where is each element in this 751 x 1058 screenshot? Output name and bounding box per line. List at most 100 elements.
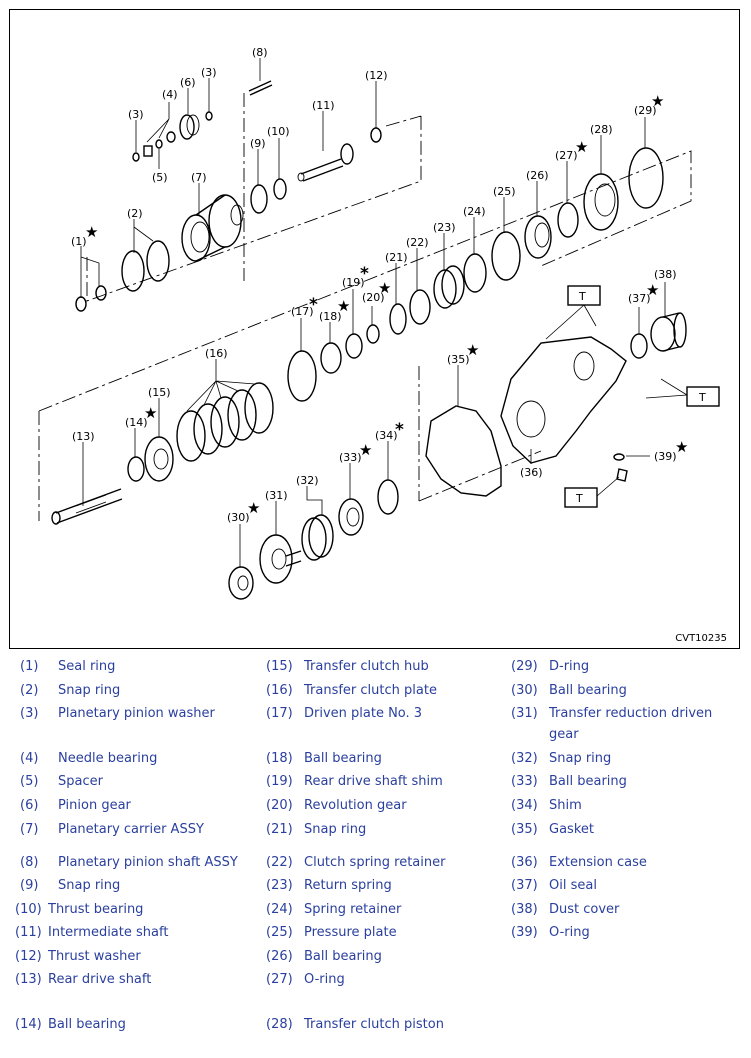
legend-item: (2)Snap ring	[20, 680, 260, 724]
legend-number: (7)	[20, 822, 39, 837]
torque-label: T	[578, 290, 586, 303]
legend-number: (3)	[20, 706, 39, 721]
driven-plate-17	[287, 350, 317, 402]
legend-number: (2)	[20, 683, 39, 698]
star-marks: ★ ★ ★ ★ ★ ★ ★ ★ ★ ★ ★	[85, 92, 688, 517]
callout-6: (6)	[180, 76, 196, 89]
legend-name: Ball bearing	[549, 683, 627, 698]
callout-29: (29)	[634, 104, 657, 117]
legend-item: (10)Thrust bearing	[15, 899, 255, 943]
callout-8: (8)	[252, 46, 268, 59]
legend-number: (11)	[15, 925, 42, 940]
legend-name: Spacer	[58, 774, 103, 789]
asterisk-mark: *	[309, 295, 318, 315]
legend-item: (21) Snap ring	[266, 819, 506, 863]
legend-item: (39)O-ring	[511, 922, 751, 966]
legend-number: (37)	[511, 878, 538, 893]
legend-item: (30)Ball bearing	[511, 680, 751, 724]
return-spring-part	[433, 265, 465, 309]
legend-name: Gasket	[549, 822, 594, 837]
callout-37: (37)	[628, 292, 651, 305]
callout-28: (28)	[590, 123, 613, 136]
legend-item: (8)Planetary pinion shaft ASSY	[20, 852, 260, 896]
clutch-plates-part	[176, 382, 274, 462]
callout-21: (21)	[385, 251, 408, 264]
clutch-hub-part	[144, 436, 174, 482]
legend-number: (1)	[20, 659, 39, 674]
legend-number: (34)	[511, 798, 538, 813]
callout-24: (24)	[463, 205, 486, 218]
legend-number: (4)	[20, 751, 39, 766]
callout-36: (36)	[520, 466, 543, 479]
leader-lines	[80, 58, 666, 567]
legend-name: Extension case	[549, 855, 647, 870]
legend-item: (36)Extension case	[511, 852, 751, 896]
exploded-diagram: T T T	[9, 9, 740, 649]
legend-item: (38)Dust cover	[511, 899, 751, 943]
callout-35: (35)	[447, 353, 470, 366]
legend-item: (25)Pressure plate	[266, 922, 506, 966]
callout-19: (19)	[342, 276, 365, 289]
pressure-plate-25	[491, 231, 521, 281]
legend-number: (20)	[266, 798, 293, 813]
callout-38: (38)	[654, 268, 677, 281]
legend-number: (14)	[15, 1017, 42, 1032]
callout-13: (13)	[72, 430, 95, 443]
legend-number: (10)	[15, 902, 42, 917]
callout-22: (22)	[406, 236, 429, 249]
legend-name: Driven plate No. 3	[304, 706, 423, 721]
callout-12: (12)	[365, 69, 388, 82]
figure-code: CVT10235	[675, 633, 727, 644]
callout-1: (1)	[71, 235, 87, 248]
assembly-guide-upper	[86, 93, 422, 302]
legend-name: Snap ring	[304, 822, 367, 837]
callout-14: (14)	[125, 416, 148, 429]
legend-name: Transfer clutch piston	[304, 1017, 444, 1032]
legend-item: (28)Transfer clutch piston	[266, 1014, 506, 1058]
star-mark: ★	[575, 138, 588, 156]
gasket-35	[425, 405, 502, 497]
callout-26: (26)	[526, 169, 549, 182]
legend-name: O-ring	[304, 972, 345, 987]
legend-item: (29)D-ring	[511, 656, 751, 700]
diagram-canvas: T T T	[38, 46, 720, 600]
callout-39: (39)	[654, 450, 677, 463]
ball-bearing-30-part	[228, 566, 254, 600]
legend-name: Rear drive shaft	[48, 972, 152, 987]
shim-34	[377, 479, 399, 515]
star-mark: ★	[675, 438, 688, 456]
legend-item: (9)Snap ring	[20, 875, 260, 919]
callout-labels: (1) (2) (3) (3) (4) (5) (6) (7) (8) (9) …	[71, 46, 677, 524]
legend-item: (32)Snap ring	[511, 748, 751, 792]
legend-item: (15)Transfer clutch hub	[266, 656, 506, 700]
legend-item: (18)Ball bearing	[266, 748, 506, 792]
legend-item: (19)Rear drive shaft shim	[266, 771, 506, 815]
legend-name: Intermediate shaft	[48, 925, 169, 940]
legend-name: O-ring	[549, 925, 590, 940]
legend-name: Pinion gear	[58, 798, 131, 813]
legend-item: (3)Planetary pinion washer	[20, 703, 260, 747]
callout-3: (3)	[128, 108, 144, 121]
callout-23: (23)	[433, 221, 456, 234]
legend-name: Planetary pinion shaft ASSY	[58, 855, 238, 870]
legend-item: (7)Planetary carrier ASSY	[20, 819, 260, 863]
legend-name: Ball bearing	[304, 949, 382, 964]
torque-box-upper: T	[545, 285, 601, 340]
callout-3b: (3)	[201, 66, 217, 79]
legend-item: (33)Ball bearing	[511, 771, 751, 815]
torque-box-lower: T	[564, 476, 620, 508]
callout-18: (18)	[319, 310, 342, 323]
legend-number: (6)	[20, 798, 39, 813]
pinion-shaft-part	[248, 80, 273, 96]
legend-item: (24)Spring retainer	[266, 899, 506, 943]
legend-item: (22)Clutch spring retainer	[266, 852, 506, 896]
legend-number: (15)	[266, 659, 293, 674]
asterisk-marks: * * *	[309, 264, 404, 440]
clutch-spring-retainer-22	[409, 289, 431, 325]
legend-item: (12)Thrust washer	[15, 946, 255, 990]
star-mark: ★	[85, 223, 98, 241]
legend-name: Spring retainer	[304, 902, 402, 917]
callout-2: (2)	[127, 207, 143, 220]
assembly-guide-lower	[418, 366, 542, 502]
legend-number: (21)	[266, 822, 293, 837]
